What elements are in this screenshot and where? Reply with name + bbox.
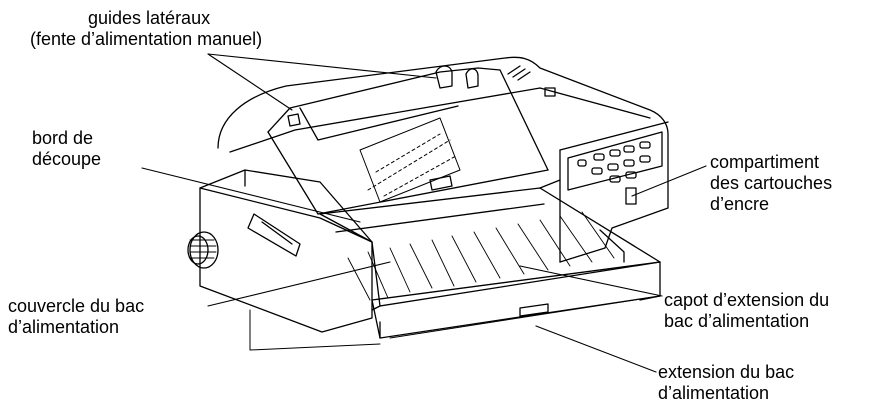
- label-ink-compartment: compartiment des cartouches d’encre: [710, 152, 832, 215]
- label-cutting-edge-line2: découpe: [32, 149, 102, 169]
- label-tray-cover-line1: couvercle du bac: [8, 296, 145, 316]
- leader-tray-extension-cover: [519, 265, 663, 297]
- label-side-guides-line1: guides latéraux: [88, 8, 211, 28]
- leader-tray-extension: [535, 325, 657, 373]
- label-cutting-edge: bord de découpe: [32, 128, 101, 170]
- label-ink-compartment-line2: des cartouches: [710, 173, 833, 193]
- leader-ink-compartment: [631, 165, 707, 197]
- label-ink-compartment-line1: compartiment: [710, 152, 820, 172]
- leader-tray-cover: [207, 261, 391, 307]
- label-tray-extension-cover-line1: capot d’extension du: [664, 290, 830, 310]
- label-tray-extension: extension du bac d’alimentation: [658, 362, 794, 404]
- label-side-guides-line2: (fente d’alimentation manuel): [30, 29, 263, 49]
- label-tray-extension-cover-line2: bac d’alimentation: [664, 311, 810, 331]
- label-tray-extension-cover: capot d’extension du bac d’alimentation: [664, 290, 829, 332]
- label-tray-extension-line1: extension du bac: [658, 362, 795, 382]
- label-cutting-edge-line1: bord de: [32, 128, 94, 148]
- label-tray-cover: couvercle du bac d’alimentation: [8, 296, 144, 338]
- leader-side-guides-2: [207, 53, 437, 79]
- leader-side-guides-1: [207, 53, 293, 111]
- label-ink-compartment-line3: d’encre: [710, 194, 770, 214]
- label-tray-extension-line2: d’alimentation: [658, 383, 770, 403]
- panel-button: [577, 159, 587, 167]
- label-side-guides: guides latéraux (fente d’alimentation ma…: [30, 8, 262, 50]
- leader-cutting-edge: [141, 167, 361, 223]
- label-tray-cover-line2: d’alimentation: [8, 317, 120, 337]
